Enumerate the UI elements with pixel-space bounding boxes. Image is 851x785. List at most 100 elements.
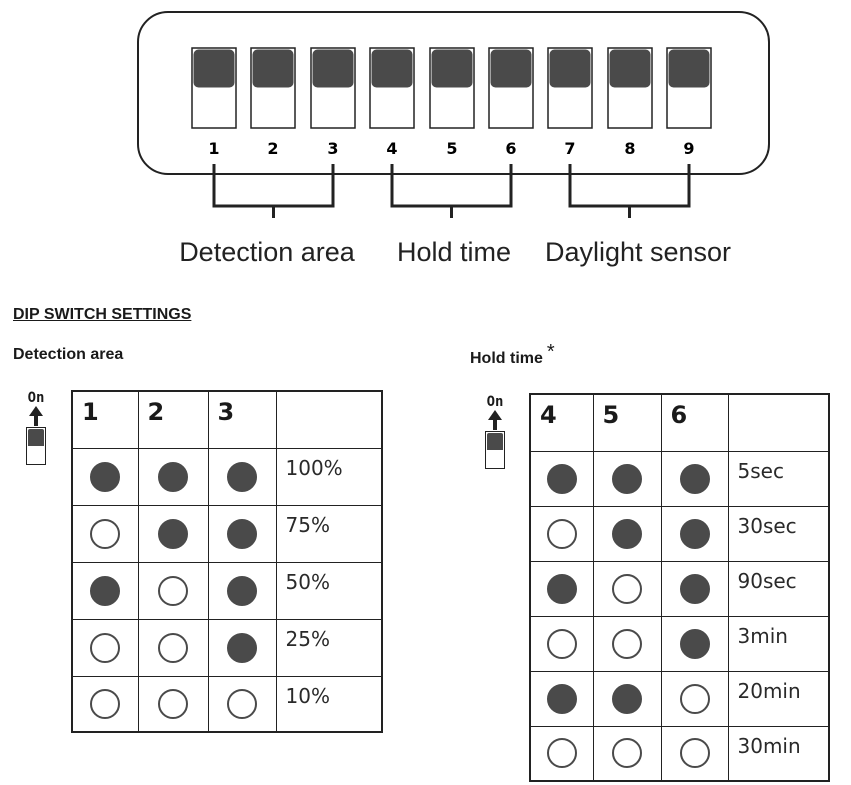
switch-state-cell [137,447,209,506]
setting-value: 3min [727,615,830,672]
switch-number-label: 7 [564,139,575,158]
setting-value: 90sec [727,560,830,617]
switch-state-cell [592,725,662,782]
table-row: 20min [529,670,830,727]
switch-state-cell [529,560,594,617]
switch-state-cell [592,505,662,562]
switch-knob [193,49,235,88]
filled-circle-icon [546,463,577,494]
table-row: 10% [71,675,383,733]
dip-switch [666,47,712,129]
switch-state-cell [660,505,729,562]
switch-knob [549,49,591,88]
setting-value: 30min [727,725,830,782]
column-header: 2 [137,390,209,449]
group-bracket [212,164,335,218]
switch-knob [431,49,473,88]
column-header [275,390,383,449]
table-row: 25% [71,618,383,677]
filled-circle-icon [227,518,257,549]
footnote-asterisk: * [546,341,555,363]
dip-switch [547,47,593,129]
filled-circle-icon [158,461,188,492]
setting-value: 10% [275,675,383,733]
switch-state-cell [529,725,594,782]
switch-number-label: 6 [505,139,516,158]
filled-circle-icon [546,683,577,714]
switch-state-cell [207,675,277,733]
filled-circle-icon [227,461,257,492]
setting-value: 50% [275,561,383,620]
on-label: On [27,390,45,406]
dip-switch [607,47,653,129]
switch-state-cell [529,505,594,562]
switch-state-cell [592,615,662,672]
empty-circle-icon [158,632,188,663]
switch-number-label: 3 [327,139,338,158]
empty-circle-icon [679,683,710,714]
switch-state-cell [660,670,729,727]
empty-circle-icon [227,688,257,719]
switch-state-cell [592,450,662,507]
empty-circle-icon [158,575,188,606]
table-row: 100% [71,447,383,506]
up-arrow-icon [488,410,502,430]
switch-state-cell [660,450,729,507]
group-label: Daylight sensor [545,237,731,267]
filled-circle-icon [612,463,642,494]
table-row: 30sec [529,505,830,562]
switch-state-cell [207,561,277,620]
detection-area-title-text: Detection area [13,346,124,363]
filled-circle-icon [679,463,710,494]
switch-knob [252,49,294,88]
column-header [727,393,830,452]
setting-value: 5sec [727,450,830,507]
switch-state-cell [71,447,139,506]
empty-circle-icon [612,573,642,604]
group-label: Detection area [179,237,356,267]
up-arrow-icon [29,406,43,426]
on-label: On [486,394,504,410]
switch-number-label: 1 [208,139,219,158]
empty-circle-icon [158,688,188,719]
table-row: 90sec [529,560,830,617]
filled-circle-icon [546,573,577,604]
group-label: Hold time [397,237,511,267]
setting-value: 30sec [727,505,830,562]
switch-state-cell [137,675,209,733]
empty-circle-icon [90,688,121,719]
switch-knob [371,49,413,88]
empty-circle-icon [612,628,642,659]
switch-state-cell [660,615,729,672]
column-header: 6 [660,393,729,452]
switch-state-cell [207,504,277,563]
column-header: 1 [71,390,139,449]
switch-state-cell [660,725,729,782]
switch-knob [490,49,532,88]
switch-knob [609,49,651,88]
switch-number-label: 5 [446,139,457,158]
group-bracket [390,164,513,218]
setting-value: 100% [275,447,383,506]
switch-number-label: 2 [267,139,278,158]
on-legend-detection: On [24,391,48,465]
table-row: 30min [529,725,830,782]
filled-circle-icon [90,461,121,492]
switch-state-cell [137,561,209,620]
table-row: 3min [529,615,830,672]
filled-circle-icon [612,683,642,714]
switch-state-cell [137,618,209,677]
detection-area-title: Detection area [13,346,123,364]
switch-state-cell [137,504,209,563]
hold-time-title-text: Hold time [470,350,543,367]
switch-state-cell [207,447,277,506]
on-legend-hold: On [483,395,507,469]
empty-circle-icon [90,518,121,549]
mini-switch-icon [485,431,505,469]
settings-heading: DIP SWITCH SETTINGS [13,306,192,323]
filled-circle-icon [227,575,257,606]
setting-value: 25% [275,618,383,677]
empty-circle-icon [546,738,577,769]
